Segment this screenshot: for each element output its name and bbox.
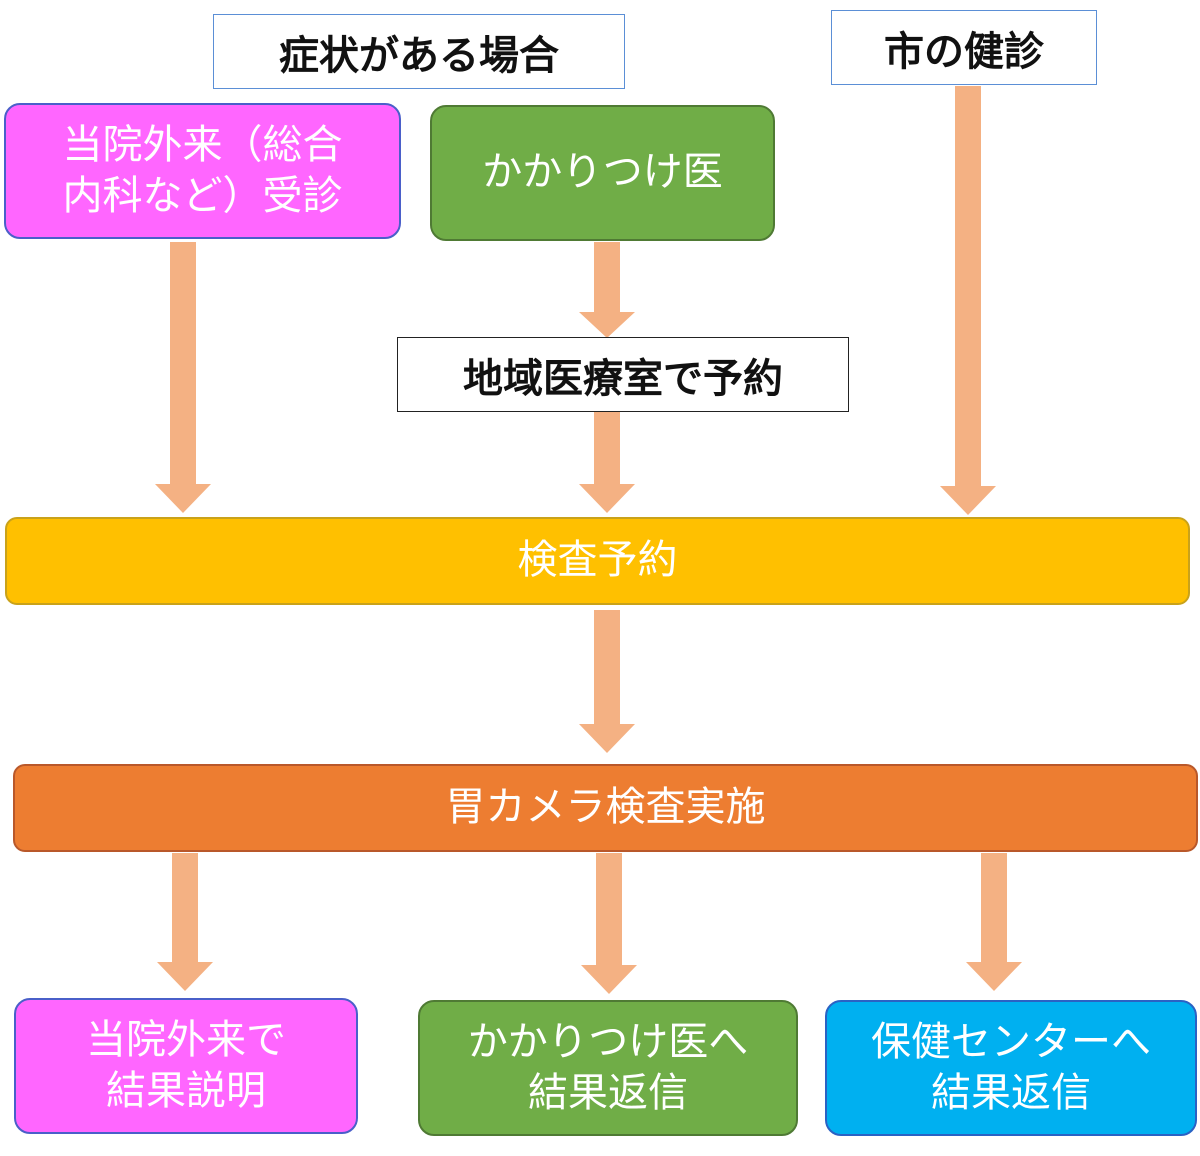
health-center-result-line2: 結果返信 — [931, 1070, 1091, 1116]
arrow-endoscopy-to-family-doctor — [581, 853, 637, 994]
outpatient-consultation-box: 当院外来（総合 内科など）受診 — [4, 103, 401, 239]
endoscopy-box: 胃カメラ検査実施 — [13, 764, 1198, 852]
outpatient-consultation-line2: 内科など）受診 — [62, 173, 343, 219]
family-doctor-box: かかりつけ医 — [430, 105, 775, 241]
family-doctor-result-line2: 結果返信 — [528, 1070, 688, 1116]
outpatient-result-line2: 結果説明 — [106, 1068, 266, 1114]
arrow-endoscopy-to-health-center — [966, 853, 1022, 991]
arrow-reservation-to-endoscopy — [579, 610, 635, 753]
family-doctor-result-line1: かかりつけ医へ — [467, 1018, 749, 1065]
arrow-checkup-to-reservation — [940, 86, 996, 515]
family-doctor-result-box: かかりつけ医へ 結果返信 — [418, 1000, 798, 1136]
arrow-endoscopy-to-outpatient — [157, 853, 213, 991]
health-center-result-line1: 保健センターへ — [871, 1018, 1151, 1065]
regional-office-text: 地域医療室で予約 — [463, 355, 783, 402]
health-center-result-box: 保健センターへ 結果返信 — [825, 1000, 1197, 1136]
outpatient-result-box: 当院外来で 結果説明 — [14, 998, 358, 1134]
arrow-family-doctor-to-office — [579, 242, 635, 338]
regional-office-box: 地域医療室で予約 — [397, 337, 849, 412]
city-checkup-label-text: 市の健診 — [884, 28, 1044, 75]
arrow-outpatient-to-reservation — [155, 242, 211, 513]
family-doctor-text: かかりつけ医 — [482, 149, 723, 196]
exam-reservation-box: 検査予約 — [5, 517, 1190, 605]
symptoms-label-text: 症状がある場合 — [279, 32, 559, 79]
city-checkup-label: 市の健診 — [831, 10, 1097, 85]
arrow-office-to-reservation — [579, 412, 635, 513]
symptoms-label: 症状がある場合 — [213, 14, 625, 89]
endoscopy-text: 胃カメラ検査実施 — [445, 784, 766, 831]
outpatient-result-line1: 当院外来で — [86, 1016, 286, 1063]
outpatient-consultation-line1: 当院外来（総合 — [62, 121, 343, 168]
exam-reservation-text: 検査予約 — [517, 537, 678, 584]
